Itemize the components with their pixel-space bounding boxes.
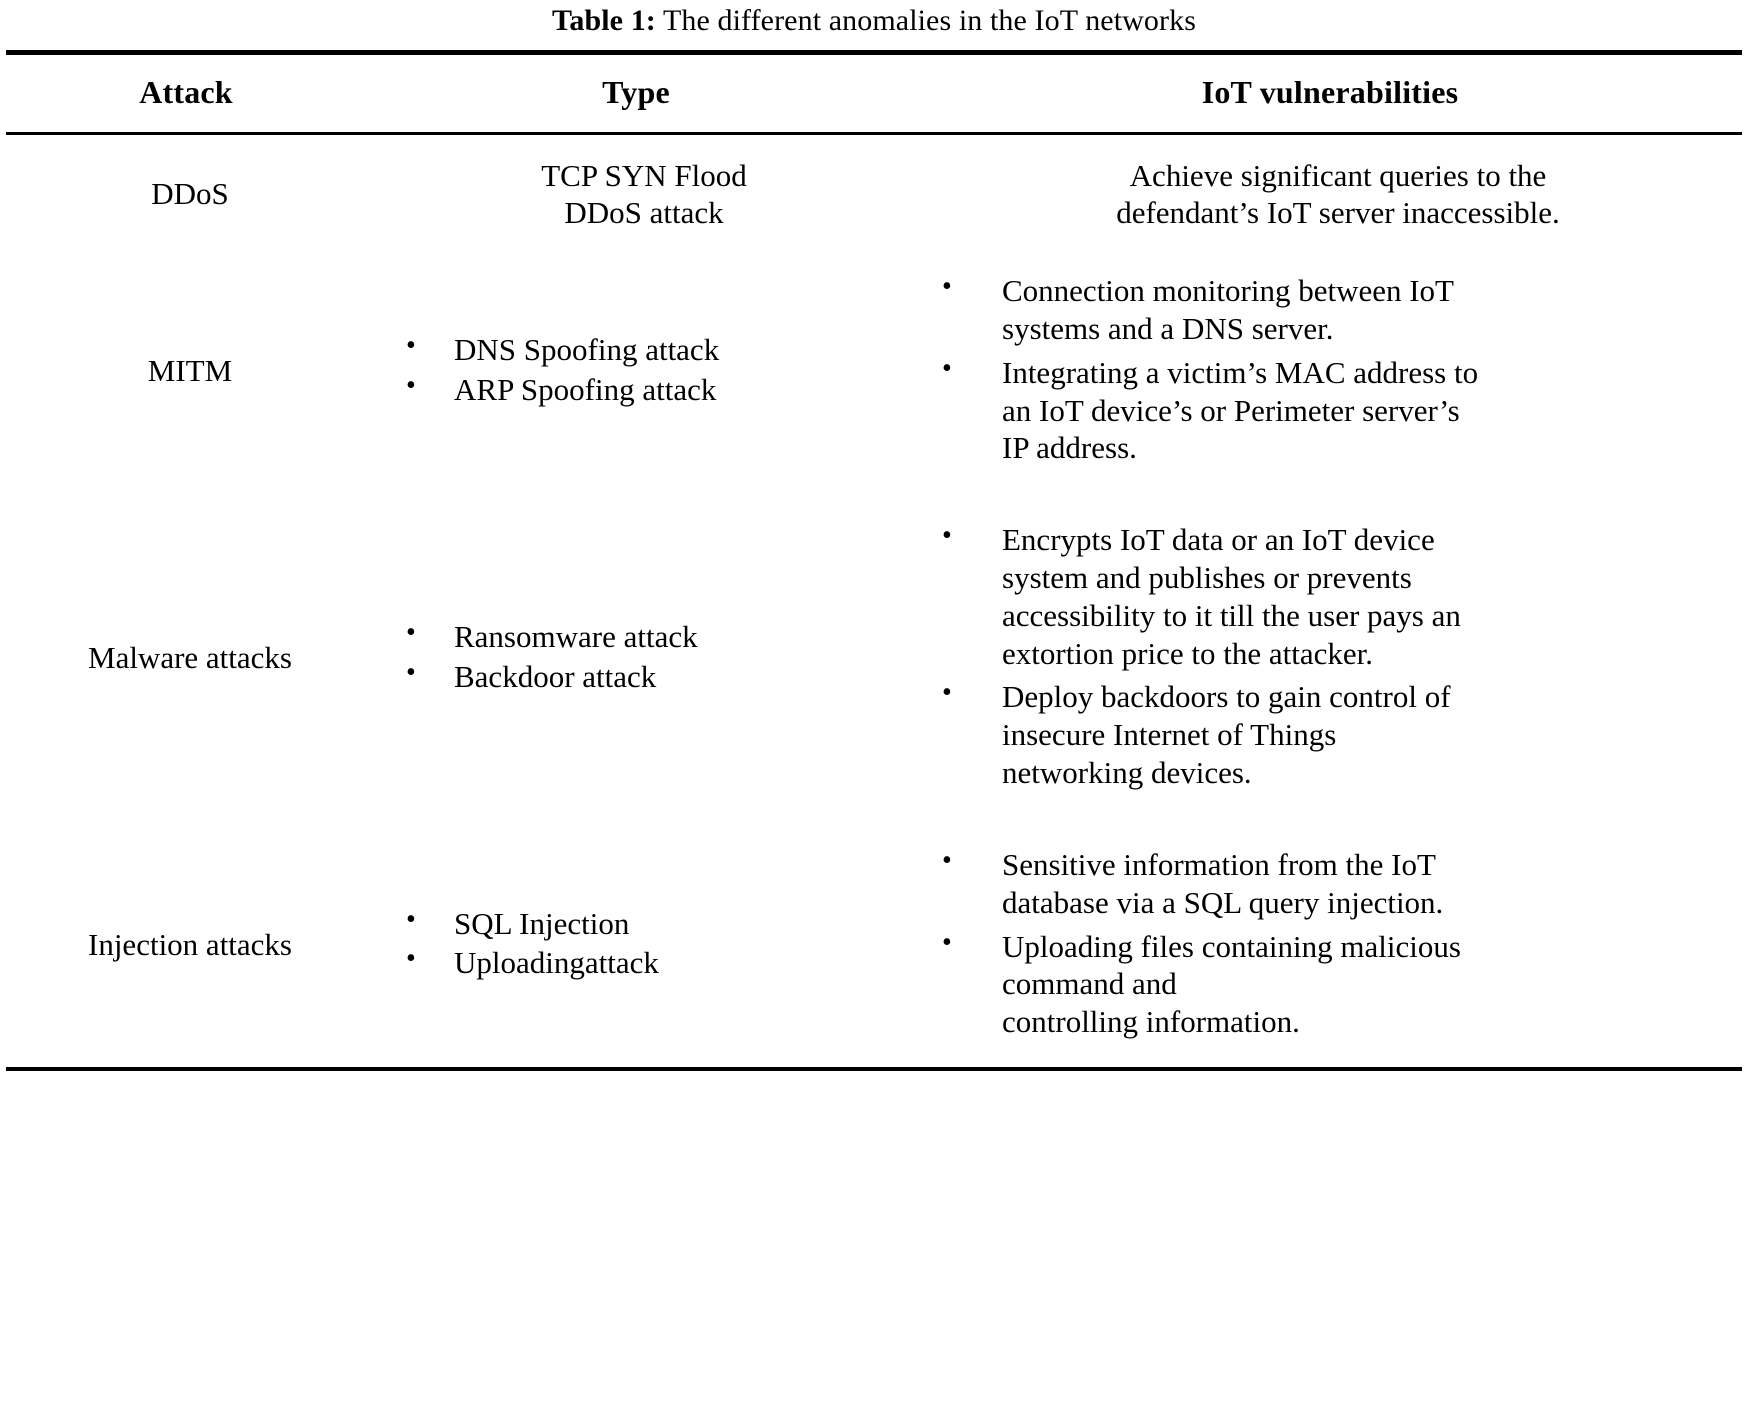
cell-attack: Malware attacks [88, 639, 292, 675]
vuln-line: Integrating a victim’s MAC address to [1002, 354, 1479, 390]
vuln-line: accessibility to it till the user pays a… [1002, 597, 1461, 633]
cell-type: SQL Injection Uploadingattack [374, 824, 914, 1067]
cell-attack: DDoS [151, 176, 229, 212]
table-row: Malware attacks Ransomware attack Backdo… [6, 497, 1748, 824]
table-header-row: Attack Type IoT vulnerabilities [6, 55, 1748, 132]
vuln-line: system and publishes or prevents [1002, 560, 1412, 596]
list-item: Integrating a victim’s MAC address to an… [914, 352, 1748, 467]
list-item: Backdoor attack [374, 656, 914, 696]
table-rule-header [6, 131, 1742, 135]
type-bullet-list: SQL Injection Uploadingattack [374, 903, 914, 983]
cell-type: Ransomware attack Backdoor attack [374, 497, 914, 824]
vuln-line: controlling information. [1002, 1004, 1300, 1040]
table-container: Table 1: The different anomalies in the … [0, 0, 1748, 1071]
type-line: TCP SYN Flood [541, 157, 747, 193]
type-text-block: TCP SYN Flood DDoS attack [374, 157, 914, 233]
table-header-grid: Attack Type IoT vulnerabilities [6, 55, 1748, 132]
cell-type: DNS Spoofing attack ARP Spoofing attack [374, 252, 914, 497]
vuln-line: Uploading files containing malicious [1002, 928, 1461, 964]
list-item: DNS Spoofing attack [374, 329, 914, 369]
column-header-type: Type [602, 73, 670, 110]
table-rule-top [6, 49, 1742, 55]
table-row: MITM DNS Spoofing attack ARP Spoofing at… [6, 252, 1748, 497]
cell-attack: MITM [147, 352, 233, 388]
list-item: Connection monitoring between IoT system… [914, 270, 1748, 348]
table-row: DDoS TCP SYN Flood DDoS attack Achieve s… [6, 135, 1748, 253]
type-line: DDoS attack [564, 195, 724, 231]
cell-type: TCP SYN Flood DDoS attack [374, 135, 914, 253]
list-item: Deploy backdoors to gain control of inse… [914, 676, 1748, 791]
list-item: ARP Spoofing attack [374, 369, 914, 409]
vuln-line: defendant’s IoT server inaccessible. [1116, 195, 1560, 231]
table-rule-bottom [6, 1066, 1742, 1071]
cell-vulnerabilities: Achieve significant queries to the defen… [914, 135, 1748, 253]
vuln-line: IP address. [1002, 430, 1137, 466]
list-item: Ransomware attack [374, 616, 914, 656]
vuln-line: Deploy backdoors to gain control of [1002, 679, 1451, 715]
vuln-line: an IoT device’s or Perimeter server’s [1002, 392, 1460, 428]
table-row: Injection attacks SQL Injection Uploadin… [6, 824, 1748, 1067]
caption-text: The different anomalies in the IoT netwo… [662, 4, 1196, 37]
vuln-line: command and [1002, 966, 1177, 1002]
vuln-line: database via a SQL query injection. [1002, 884, 1444, 920]
cell-vulnerabilities: Sensitive information from the IoT datab… [914, 824, 1748, 1067]
list-item: Uploadingattack [374, 942, 914, 982]
list-item: Uploading files containing malicious com… [914, 926, 1748, 1041]
list-item: SQL Injection [374, 903, 914, 943]
vuln-line: networking devices. [1002, 755, 1252, 791]
cell-vulnerabilities: Connection monitoring between IoT system… [914, 252, 1748, 497]
cell-attack: Injection attacks [88, 926, 292, 962]
column-header-attack: Attack [139, 73, 233, 110]
list-item: Sensitive information from the IoT datab… [914, 844, 1748, 922]
cell-vulnerabilities: Encrypts IoT data or an IoT device syste… [914, 497, 1748, 824]
vuln-line: Sensitive information from the IoT [1002, 846, 1436, 882]
vuln-bullet-list: Sensitive information from the IoT datab… [914, 844, 1748, 1041]
table-body-grid: DDoS TCP SYN Flood DDoS attack Achieve s… [6, 135, 1748, 1067]
table-caption: Table 1: The different anomalies in the … [6, 0, 1742, 50]
vuln-bullet-list: Connection monitoring between IoT system… [914, 270, 1748, 467]
vuln-line: Encrypts IoT data or an IoT device [1002, 522, 1435, 558]
vuln-line: systems and a DNS server. [1002, 310, 1334, 346]
type-bullet-list: DNS Spoofing attack ARP Spoofing attack [374, 329, 914, 409]
list-item: Encrypts IoT data or an IoT device syste… [914, 519, 1748, 672]
vuln-line: Achieve significant queries to the [1129, 157, 1547, 193]
vuln-bullet-list: Encrypts IoT data or an IoT device syste… [914, 519, 1748, 792]
caption-label: Table 1: [552, 4, 656, 37]
column-header-vulnerabilities: IoT vulnerabilities [1201, 73, 1459, 110]
type-bullet-list: Ransomware attack Backdoor attack [374, 616, 914, 696]
vuln-text-block: Achieve significant queries to the defen… [914, 157, 1748, 233]
vuln-line: extortion price to the attacker. [1002, 635, 1373, 671]
vuln-line: insecure Internet of Things [1002, 717, 1337, 753]
vuln-line: Connection monitoring between IoT [1002, 273, 1454, 309]
